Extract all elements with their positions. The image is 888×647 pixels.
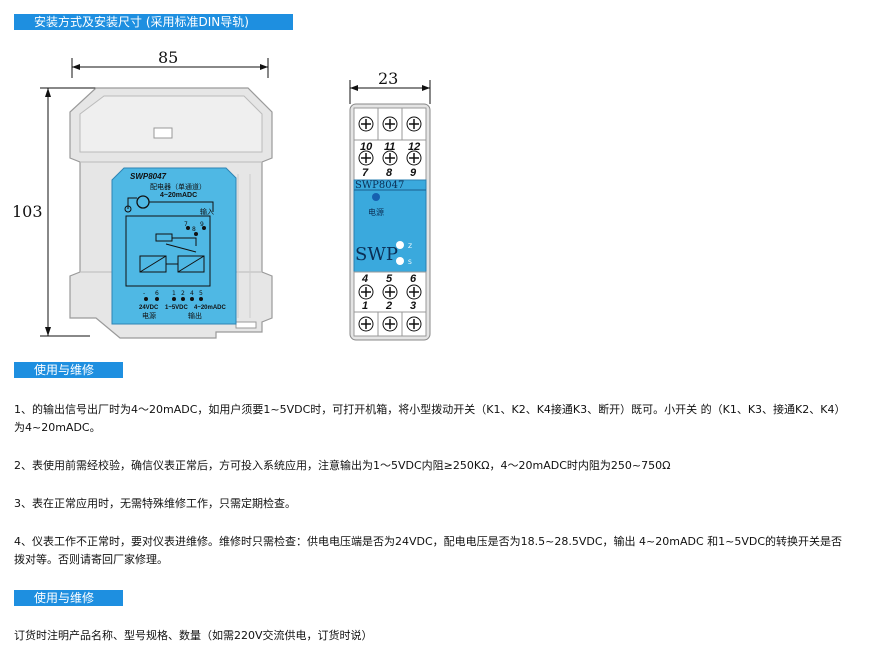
left-term-4: 4: [190, 290, 194, 297]
right-brand-label: SWP: [355, 244, 398, 265]
right-led-s: S: [408, 259, 412, 266]
right-term-12: 12: [408, 141, 420, 153]
right-term-10: 10: [360, 141, 373, 153]
left-term-2: 2: [181, 290, 185, 297]
section-header-install: 安装方式及安装尺寸 (采用标准DIN导轨): [14, 14, 293, 30]
left-term-1: 1: [172, 290, 176, 297]
left-desc2: 4~20mADC: [160, 192, 197, 199]
left-24vdc: 24VDC: [139, 305, 159, 311]
section-title-install: 安装方式及安装尺寸 (采用标准DIN导轨): [34, 15, 249, 29]
right-module-drawing: 23 10 11 12 7 8 9 SWP8047 电源 SWP Z S 4 5…: [349, 69, 431, 341]
dim-width-85: 85: [158, 48, 178, 67]
left-15vdc: 1~5VDC: [165, 305, 189, 311]
left-term-5: 5: [199, 290, 203, 297]
right-term-5: 5: [386, 273, 393, 285]
right-power-label: 电源: [368, 207, 384, 217]
left-power-label: 电源: [142, 311, 156, 320]
right-term-11: 11: [384, 141, 395, 153]
section-title-order: 使用与维修: [34, 591, 95, 605]
right-term-1: 1: [362, 300, 368, 312]
section-header-maintenance: 使用与维修: [14, 362, 123, 378]
right-term-6: 6: [410, 273, 417, 285]
order-note: 订货时注明产品名称、型号规格、数量（如需220V交流供电，订货时说）: [14, 629, 373, 642]
left-term-8: 8: [192, 226, 196, 233]
right-term-4: 4: [361, 273, 368, 285]
right-term-9: 9: [410, 167, 417, 179]
left-term-minus: -: [143, 290, 145, 297]
left-term-9: 9: [200, 221, 204, 228]
right-term-8: 8: [386, 167, 393, 179]
section-title-maintenance: 使用与维修: [34, 363, 95, 377]
right-term-7: 7: [362, 167, 369, 179]
left-output-label: 输出: [188, 311, 202, 320]
paragraph-1-line-1: 1、的输出信号出厂时为4～20mADC，如用户须要1~5VDC时，可打开机箱，将…: [14, 403, 846, 416]
left-model-label: SWP8047: [130, 172, 167, 181]
right-model-label: SWP8047: [355, 180, 404, 191]
left-input-label: 输入: [200, 207, 214, 216]
left-desc1: 配电器（单通道）: [150, 182, 206, 191]
left-term-6: 6: [155, 290, 159, 297]
paragraph-2: 2、表使用前需经校验，确信仪表正常后，方可投入系统应用，注意输出为1～5VDC内…: [14, 459, 671, 472]
right-term-3: 3: [410, 300, 416, 312]
left-4-20ma: 4~20mADC: [194, 305, 227, 311]
dim-height-103: 103: [12, 202, 43, 221]
paragraph-3: 3、表在正常应用时，无需特殊维修工作，只需定期检查。: [14, 497, 296, 510]
right-term-2: 2: [385, 300, 392, 312]
left-term-7: 7: [184, 221, 188, 228]
left-module-drawing: 85 103 SWP8047 配电器（单通道） 4~20mADC 输入 7 8 …: [12, 48, 273, 339]
paragraph-4-line-1: 4、仪表工作不正常时，要对仪表进维修。维修时只需检查：供电电压端是否为24VDC…: [14, 535, 843, 548]
paragraph-1-line-2: 为4~20mADC。: [14, 421, 101, 434]
dim-width-23: 23: [378, 69, 398, 88]
paragraph-4-line-2: 拨对等。否则请寄回厂家修理。: [14, 553, 168, 566]
section-header-order: 使用与维修: [14, 590, 123, 606]
right-led-z: Z: [408, 243, 412, 250]
